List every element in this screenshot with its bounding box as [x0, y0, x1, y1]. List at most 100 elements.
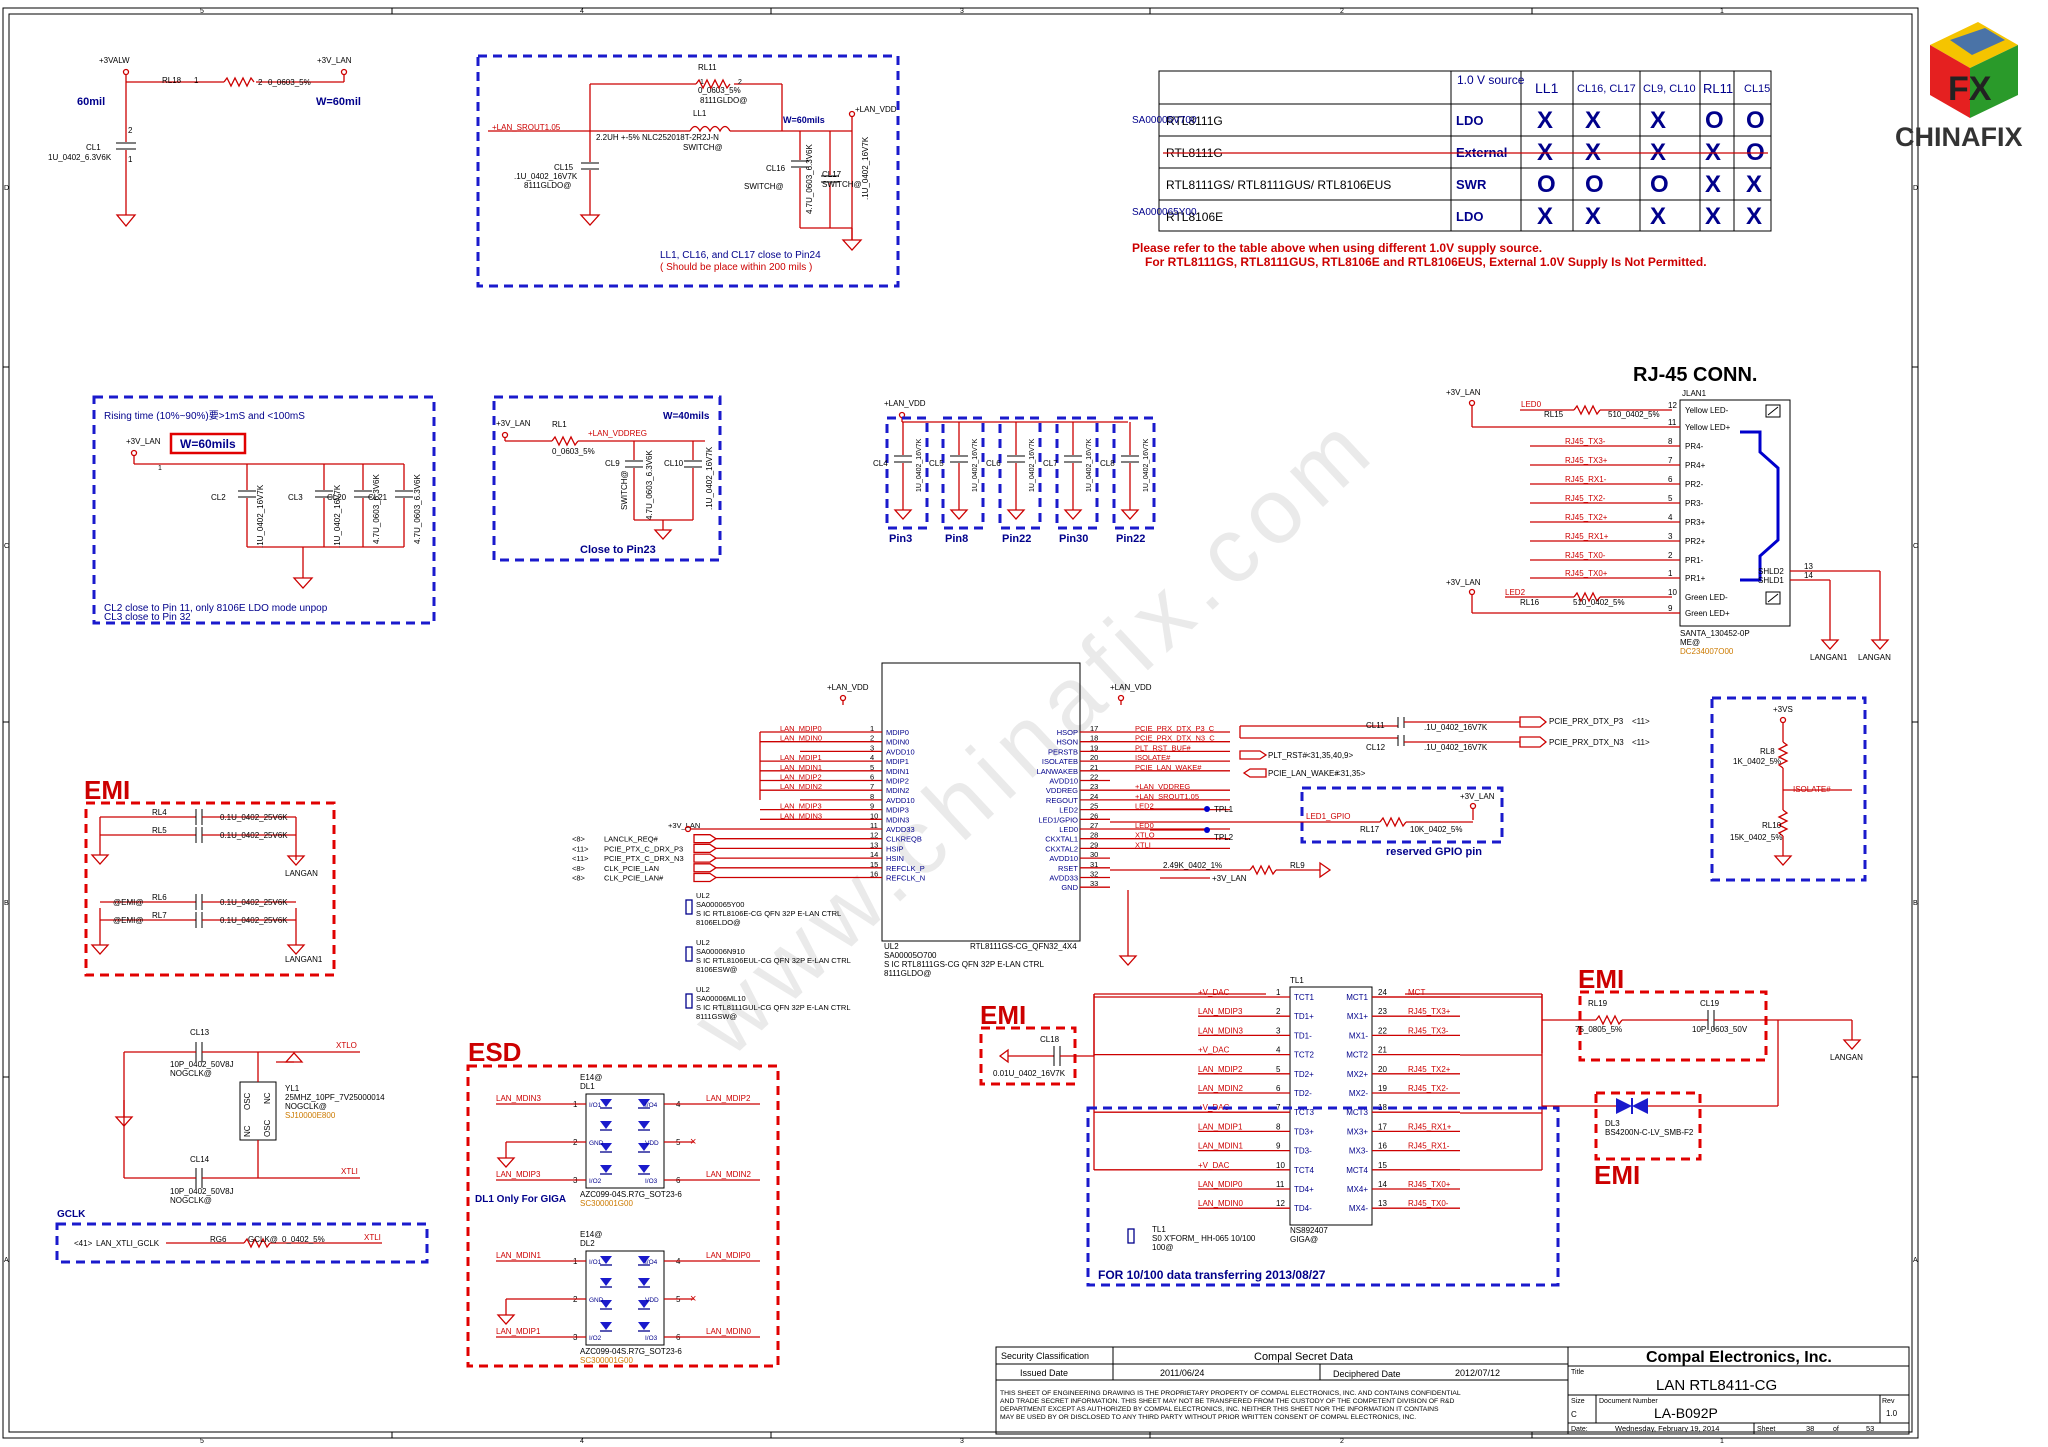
rj45-net: RJ45_TX0- — [1565, 551, 1606, 560]
chip-pin-num: 32 — [1090, 870, 1098, 879]
chip-pin-num: 28 — [1090, 831, 1098, 840]
vddreg-block: +3V_LAN RL1 0_0603_5% +LAN_VDDREG W=40mi… — [492, 395, 722, 562]
chip-pin-num: 3 — [870, 743, 874, 752]
tl1-pin-num: 16 — [1378, 1142, 1387, 1151]
emi-ref: RL5 — [152, 826, 167, 835]
svg-text:+3V_LAN: +3V_LAN — [1446, 578, 1481, 587]
svg-text:EMI: EMI — [1594, 1160, 1640, 1190]
svg-text:W=60mil: W=60mil — [316, 96, 361, 108]
esd-net: LAN_MDIP1 — [496, 1327, 541, 1336]
zone-col-label: 3 — [960, 8, 964, 15]
svg-text:MAY BE USED BY OR DISCLOSED TO: MAY BE USED BY OR DISCLOSED TO ANY THIRD… — [1000, 1414, 1416, 1421]
chip-net: XTLO — [1135, 831, 1155, 840]
rj45-pin-num: 7 — [1668, 456, 1673, 465]
ground-symbol — [1006, 509, 1026, 520]
svg-text:SHLD1: SHLD1 — [1758, 576, 1784, 585]
variant-ref: UL2 — [696, 985, 710, 994]
svg-text:Rev: Rev — [1882, 1398, 1895, 1405]
chip-pin-num: 10 — [870, 811, 878, 820]
svg-text:<11>: <11> — [1632, 717, 1650, 726]
svg-text:60mil: 60mil — [77, 96, 105, 108]
tl1-net: LAN_MDIP2 — [1198, 1065, 1243, 1074]
zone-row-label: C — [4, 543, 9, 550]
rj45-net: RJ45_TX2+ — [1565, 513, 1608, 522]
variant-marker — [685, 946, 693, 962]
diode-icon — [600, 1099, 612, 1107]
table-source: LDO — [1456, 113, 1483, 128]
svg-text:Compal Electronics, Inc.: Compal Electronics, Inc. — [1646, 1349, 1832, 1366]
diode-icon — [638, 1278, 650, 1286]
svg-text:Issued Date: Issued Date — [1020, 1368, 1068, 1378]
chip-pin-name: LED0 — [1059, 825, 1078, 834]
tl1-net: RJ45_TX2+ — [1408, 1065, 1451, 1074]
decap-ref: CL6 — [986, 459, 1001, 468]
svg-text:NOGCLK@: NOGCLK@ — [285, 1102, 327, 1111]
variant-desc: S IC RTL8106E-CG QFN 32P E-LAN CTRL — [696, 909, 841, 918]
tl1-pin-name: TD4- — [1294, 1204, 1312, 1213]
svg-text:<31,35,40,9>: <31,35,40,9> — [1306, 751, 1353, 760]
tl1-pin-num: 1 — [1276, 988, 1281, 997]
tl1-pin-name: MX3+ — [1347, 1127, 1368, 1136]
rj45-pin-num: 10 — [1668, 588, 1677, 597]
svg-text:Document Number: Document Number — [1599, 1398, 1658, 1405]
svg-text:TPL2: TPL2 — [1214, 833, 1234, 842]
cap-ref: CL20 — [327, 493, 347, 502]
emi-opt: @EMI@ — [113, 898, 143, 907]
svg-text:CL9: CL9 — [605, 459, 620, 468]
svg-text:C: C — [1571, 1410, 1577, 1419]
chip-net: LAN_MDIP1 — [780, 753, 822, 762]
chip-pin-num: 13 — [870, 840, 878, 849]
svg-text:CL19: CL19 — [1700, 999, 1720, 1008]
chip-pin-name: REFCLK_N — [886, 874, 925, 883]
tl1-pin-num: 5 — [1276, 1065, 1281, 1074]
rj45-pin-name: PR1- — [1685, 556, 1704, 565]
svg-text:CL1: CL1 — [86, 143, 101, 152]
variant-desc: S IC RTL8106EUL-CG QFN 32P E-LAN CTRL — [696, 956, 851, 965]
svg-text:W=60mils: W=60mils — [180, 437, 236, 451]
table-mark: X — [1585, 107, 1601, 134]
chip-net: LED2 — [1135, 802, 1154, 811]
tl1-pin-name: MX3- — [1349, 1147, 1368, 1156]
decap-ref: CL5 — [929, 459, 944, 468]
ground-symbol — [496, 1314, 516, 1325]
svg-text:+LAN_VDD: +LAN_VDD — [884, 399, 926, 408]
svg-text:LANGAN: LANGAN — [285, 869, 318, 878]
svg-text:YL1: YL1 — [285, 1084, 300, 1093]
svg-text:+LAN_VDD: +LAN_VDD — [1110, 683, 1152, 692]
tl1-pin-num: 17 — [1378, 1122, 1387, 1131]
svg-text:S0 X'FORM_ HH-065 10/100: S0 X'FORM_ HH-065 10/100 — [1152, 1234, 1256, 1243]
svg-text:CL11: CL11 — [1366, 721, 1385, 730]
chip-net: CLK_PCIE_LAN# — [604, 874, 664, 883]
isolate-block: +3VS RL8 1K_0402_5% ISOLATE# RL10 15K_04… — [1710, 696, 1867, 882]
svg-text:NS892407: NS892407 — [1290, 1226, 1328, 1235]
svg-text:CL18: CL18 — [1040, 1035, 1060, 1044]
variant-opt: 8106ELDO@ — [696, 918, 741, 927]
chip-net: LAN_MDIN0 — [780, 734, 822, 743]
tl1-pin-name: TD2+ — [1294, 1070, 1314, 1079]
svg-text:LAN_XTLI_GCLK: LAN_XTLI_GCLK — [96, 1239, 160, 1248]
svg-text:+3VALW: +3VALW — [99, 56, 130, 65]
svg-text:+3V_LAN: +3V_LAN — [317, 56, 352, 65]
esd-net: LAN_MDIN2 — [706, 1170, 751, 1179]
svg-text:+3VS: +3VS — [1773, 705, 1793, 714]
esd-opt: E14@ — [580, 1230, 602, 1239]
svg-text:.1U_0402_16V7K: .1U_0402_16V7K — [1424, 723, 1488, 732]
decap-ref: CL4 — [873, 459, 888, 468]
svg-text:ESD: ESD — [468, 1037, 521, 1067]
ground-symbol — [949, 509, 969, 520]
svg-text:OSC: OSC — [243, 1092, 252, 1110]
crystal-circuit: CL13 10P_0402_50V8J NOGCLK@ XTLO CL14 10… — [114, 1028, 385, 1205]
zone-col-label: 4 — [580, 8, 584, 15]
chip-pin-name: VDDREG — [1046, 786, 1078, 795]
svg-text:SJ10000E800: SJ10000E800 — [285, 1111, 336, 1120]
svg-text:Wednesday, February 19, 2014: Wednesday, February 19, 2014 — [1615, 1424, 1719, 1433]
variant-marker — [685, 899, 693, 915]
svg-text:DL1 Only For GIGA: DL1 Only For GIGA — [475, 1194, 566, 1205]
chip-pin-num: 7 — [870, 782, 874, 791]
zone-row-label: B — [1913, 900, 1918, 907]
svg-text:2.49K_0402_1%: 2.49K_0402_1% — [1163, 861, 1222, 870]
chip-ref: <11> — [572, 844, 589, 853]
tl1-net: LAN_MDIN0 — [1198, 1199, 1243, 1208]
tl1-pin-name: TD3- — [1294, 1147, 1312, 1156]
